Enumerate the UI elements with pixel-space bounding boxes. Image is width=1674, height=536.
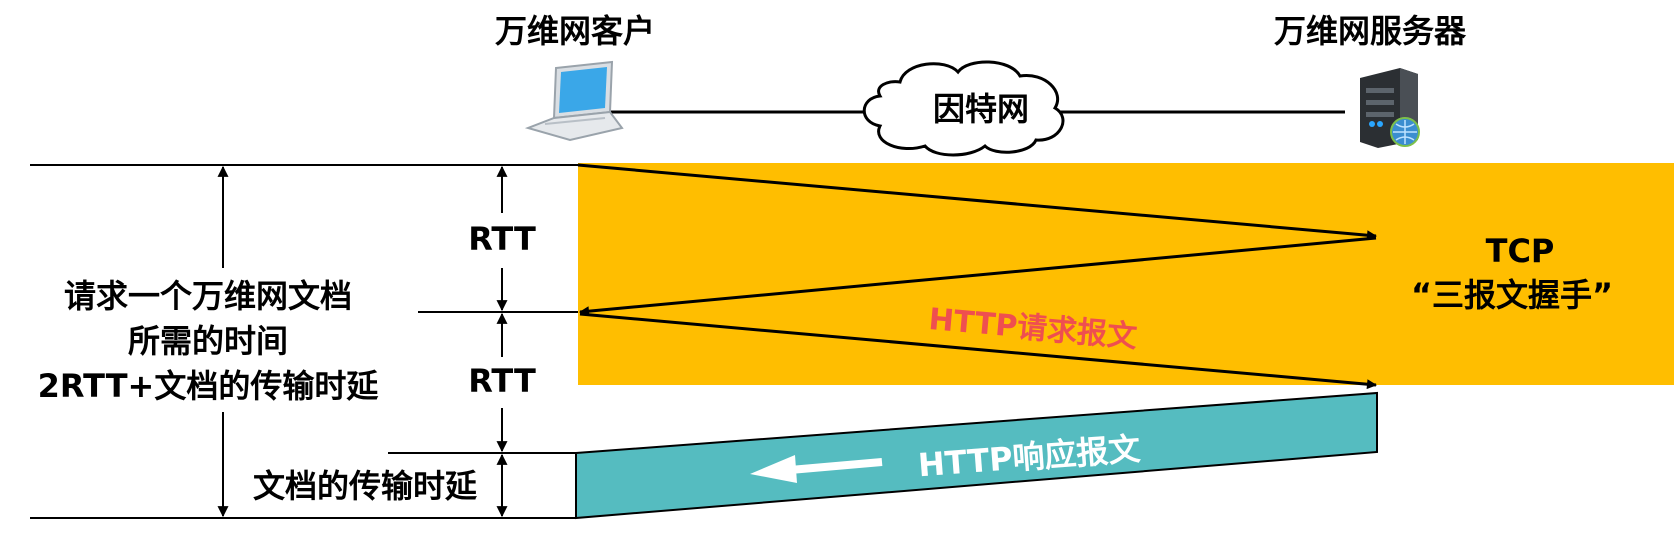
server-icon <box>1360 68 1420 148</box>
cloud-icon <box>862 60 1065 157</box>
request-arrow <box>579 312 1377 390</box>
rtt2-label: RTT <box>468 362 536 400</box>
client-label: 万维网客户 <box>495 12 655 50</box>
laptop-icon <box>524 60 624 142</box>
internet-label: 因特网 <box>933 90 1029 128</box>
rtt1-label: RTT <box>468 220 536 258</box>
total-time-line2: 所需的时间 <box>128 322 288 360</box>
handshake-band <box>578 163 1674 385</box>
syn-ack-arrow <box>579 236 1377 317</box>
transfer-delay-label: 文档的传输时延 <box>253 467 478 505</box>
handshake-label: “三报文握手” <box>1411 276 1613 314</box>
syn-arrow <box>577 163 1377 241</box>
response-direction-arrow <box>750 455 883 483</box>
response-band <box>575 391 1378 520</box>
total-time-line1: 请求一个万维网文档 <box>64 277 352 315</box>
server-label: 万维网服务器 <box>1274 12 1467 50</box>
tcp-label: TCP <box>1486 232 1555 270</box>
total-time-line3: 2RTT+文档的传输时延 <box>38 367 380 405</box>
